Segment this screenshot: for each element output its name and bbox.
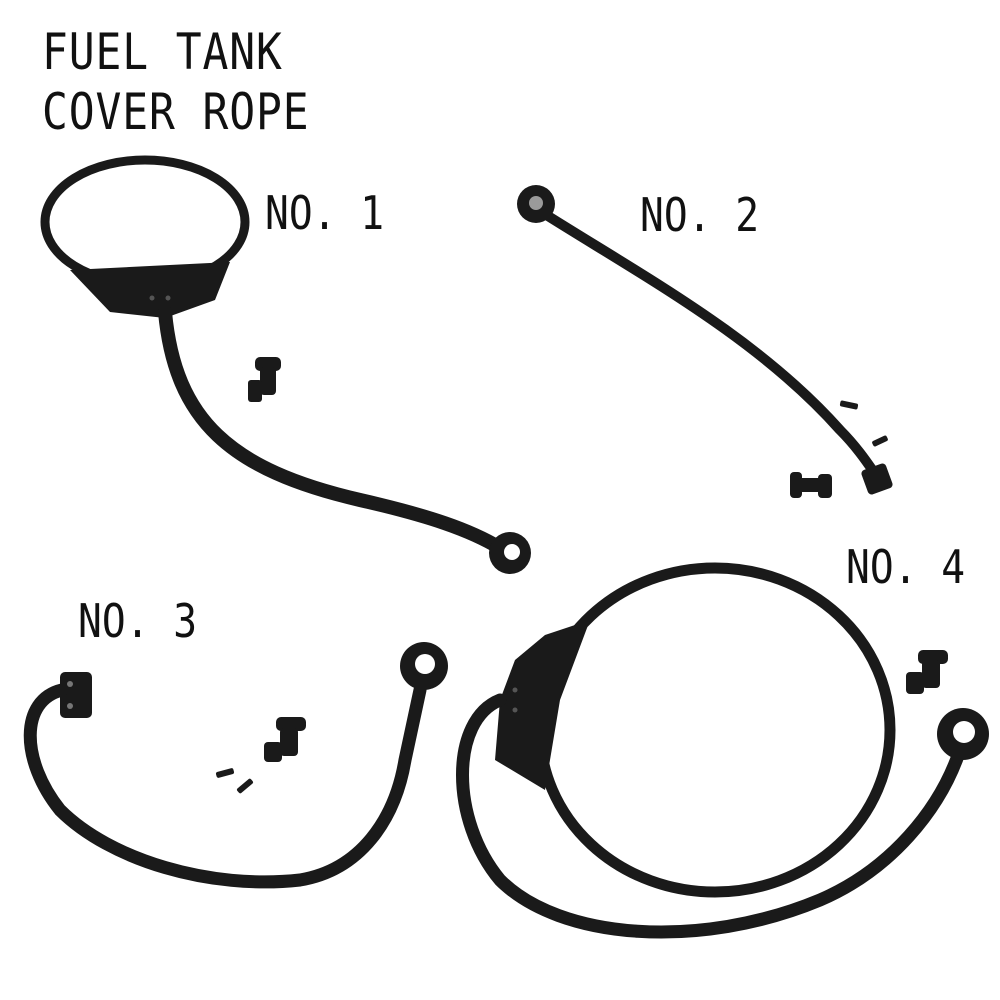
rope-no4 bbox=[456, 562, 989, 939]
item-label-no1: NO. 1 bbox=[265, 186, 385, 240]
product-title: FUEL TANK COVER ROPE bbox=[42, 22, 309, 142]
rivet-no1 bbox=[248, 357, 281, 402]
rope-no3 bbox=[23, 642, 448, 889]
title-line-2: COVER ROPE bbox=[42, 83, 310, 141]
rope-no1 bbox=[40, 155, 531, 574]
rivet-no2 bbox=[790, 472, 832, 498]
pins-no2 bbox=[839, 400, 888, 447]
item-label-no2: NO. 2 bbox=[640, 188, 760, 242]
rope-no2 bbox=[517, 185, 893, 495]
pins-no3 bbox=[215, 768, 254, 794]
item-label-no4: NO. 4 bbox=[846, 540, 966, 594]
rivet-no3 bbox=[264, 717, 306, 762]
item-label-no3: NO. 3 bbox=[78, 594, 198, 648]
title-line-1: FUEL TANK bbox=[42, 23, 283, 81]
rivet-no4 bbox=[906, 650, 948, 694]
